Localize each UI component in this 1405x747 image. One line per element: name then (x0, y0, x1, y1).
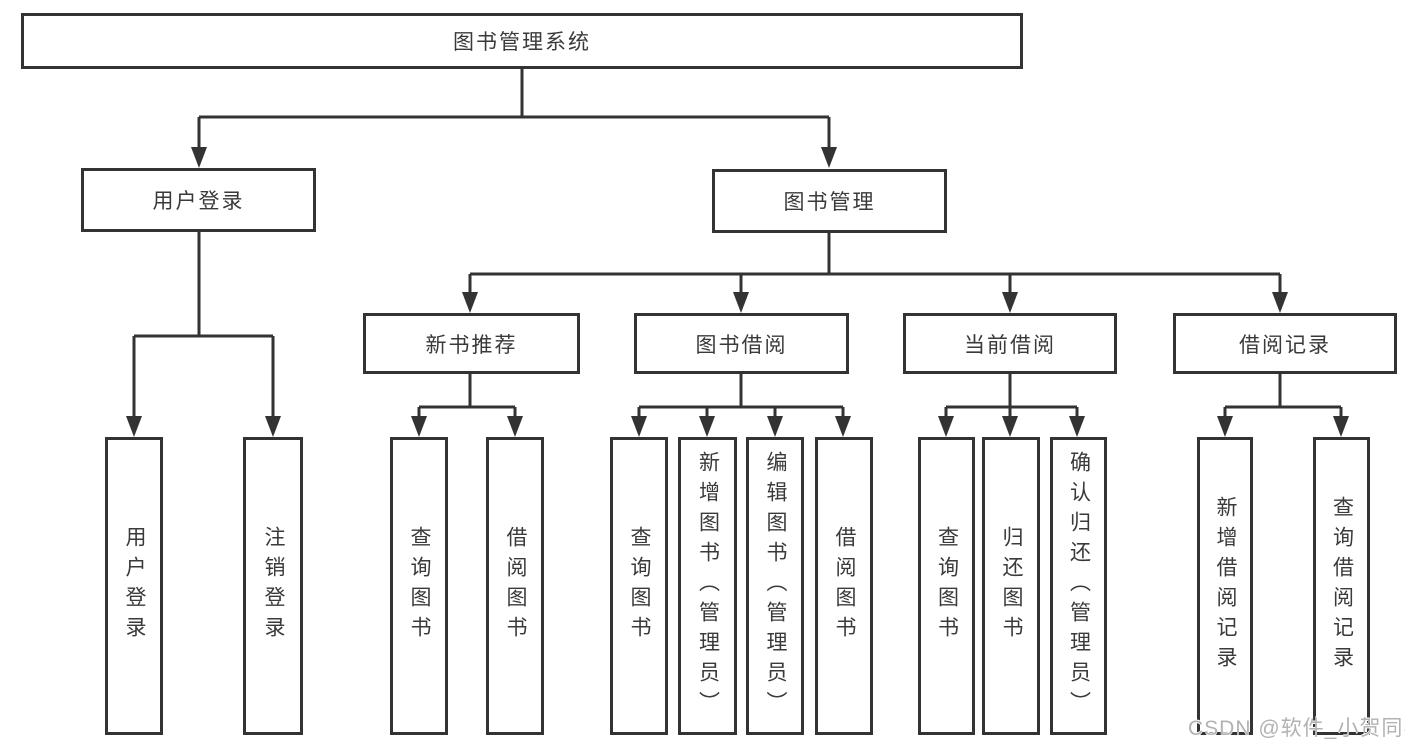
arrowhead (1333, 416, 1349, 437)
arrowhead (699, 416, 715, 437)
node-label: 编辑图书（管理员） (764, 451, 787, 721)
node-book-management: 图书管理 (712, 169, 947, 233)
node-label: 当前借阅 (964, 333, 1056, 357)
node-label: 查询图书 (408, 526, 431, 646)
node-current-borrowing: 当前借阅 (903, 313, 1117, 374)
node-label: 图书管理系统 (453, 31, 591, 54)
node-user-login: 用户登录 (81, 168, 316, 232)
arrowhead (1069, 416, 1085, 437)
node-label: 新增借阅记录 (1214, 496, 1237, 676)
leaf-query-books-recommend: 查询图书 (390, 437, 448, 735)
arrowhead (835, 416, 851, 437)
leaf-query-books-borrowing: 查询图书 (610, 437, 668, 735)
node-label: 用户登录 (152, 190, 245, 213)
arrowhead (1217, 416, 1233, 437)
leaf-query-books-current: 查询图书 (918, 437, 975, 735)
arrowhead (1002, 416, 1018, 437)
arrowhead (265, 416, 281, 437)
node-label: 查询图书 (628, 526, 651, 646)
watermark: CSDN @软件_小贺同学 (1188, 717, 1405, 740)
node-label: 归还图书 (1000, 526, 1023, 646)
arrowhead (938, 416, 954, 437)
connector-book-borrow-group (631, 374, 851, 437)
connector-user-login-group (126, 232, 281, 437)
leaf-add-borrow-record: 新增借阅记录 (1197, 437, 1253, 735)
node-label: 新书推荐 (425, 333, 518, 357)
connector-new-book-group (411, 374, 523, 437)
arrowhead (191, 147, 207, 168)
node-label: 图书借阅 (695, 333, 788, 357)
node-label: 借阅图书 (833, 526, 856, 646)
leaf-query-borrow-record: 查询借阅记录 (1313, 437, 1370, 735)
connector-root-to-level2 (191, 69, 837, 168)
node-label: 查询借阅记录 (1330, 496, 1354, 676)
connector-current-borrow-group (938, 374, 1085, 437)
leaf-return-book: 归还图书 (982, 437, 1040, 735)
leaf-borrow-books-borrowing: 借阅图书 (815, 437, 873, 735)
arrowhead (631, 416, 647, 437)
node-book-borrowing: 图书借阅 (634, 313, 849, 374)
connector-borrow-record-group (1217, 374, 1349, 437)
leaf-logout: 注销登录 (243, 437, 303, 735)
arrowhead (1002, 292, 1018, 313)
node-borrowing-records: 借阅记录 (1173, 313, 1397, 374)
leaf-confirm-return-admin: 确认归还（管理员） (1050, 437, 1107, 735)
leaf-add-book-admin: 新增图书（管理员） (678, 437, 737, 735)
arrowhead (411, 416, 427, 437)
node-label: 注销登录 (262, 526, 285, 646)
arrowhead (507, 416, 523, 437)
connector-book-management-to-level3 (462, 233, 1288, 313)
leaf-user-login: 用户登录 (105, 437, 163, 735)
node-new-book-recommend: 新书推荐 (363, 313, 580, 374)
node-label: 查询图书 (935, 526, 959, 646)
leaf-borrow-books-recommend: 借阅图书 (486, 437, 544, 735)
node-label: 图书管理 (783, 191, 876, 214)
arrowhead (126, 416, 142, 437)
node-label: 用户登录 (123, 526, 146, 646)
node-label: 新增图书（管理员） (696, 451, 720, 721)
arrowhead (462, 292, 478, 313)
node-library-system: 图书管理系统 (21, 13, 1023, 69)
node-label: 借阅图书 (504, 526, 527, 646)
node-label: 借阅记录 (1239, 333, 1331, 357)
node-label: 确认归还（管理员） (1067, 451, 1091, 721)
leaf-edit-book-admin: 编辑图书（管理员） (746, 437, 804, 735)
arrowhead (767, 416, 783, 437)
arrowhead (1272, 292, 1288, 313)
arrowhead (733, 292, 749, 313)
arrowhead (821, 147, 837, 168)
